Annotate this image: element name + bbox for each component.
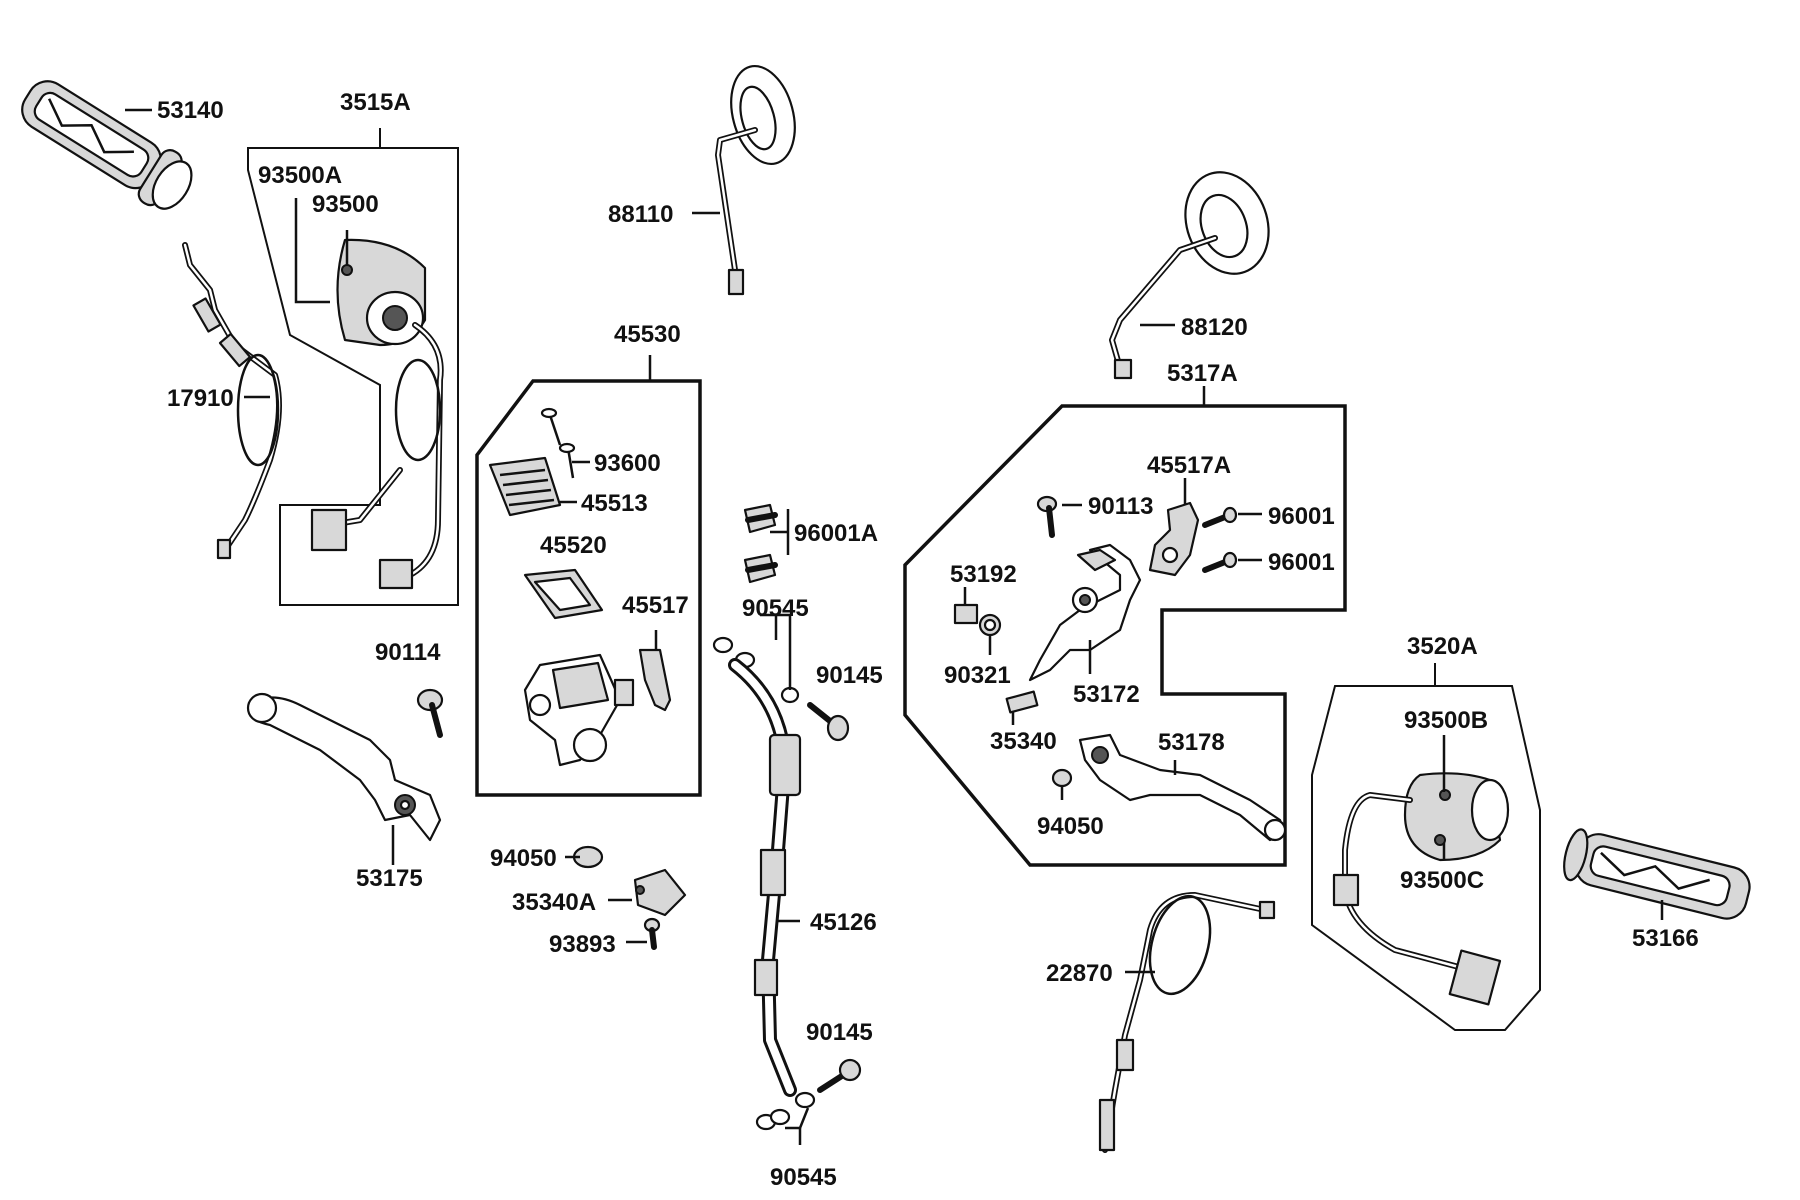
part-label-90114: 90114: [375, 639, 441, 666]
part-label-53140: 53140: [157, 97, 224, 124]
connector-icon: [310, 508, 348, 552]
part-label-45126: 45126: [810, 909, 877, 936]
master-cylinder-icon: [1028, 543, 1142, 682]
group-box-3520A: [1311, 685, 1541, 1031]
part-label-45513: 45513: [581, 490, 648, 517]
part-label-94050-right: 94050: [1037, 813, 1104, 840]
screw-icon: [540, 407, 576, 479]
part-label-45530: 45530: [614, 321, 681, 348]
pin-icon: [1005, 690, 1039, 714]
group-box-3515A: [247, 147, 459, 606]
part-label-3520A: 3520A: [1407, 633, 1478, 660]
part-label-45517A: 45517A: [1147, 452, 1231, 479]
mirror-icon: [1109, 171, 1270, 380]
part-label-88120: 88120: [1181, 314, 1248, 341]
mirror-icon: [715, 64, 796, 296]
part-label-88110: 88110: [608, 201, 673, 228]
part-label-93500C: 93500C: [1400, 867, 1484, 894]
connector-icon: [1332, 873, 1360, 907]
brake-hose-icon: [728, 658, 802, 1097]
part-label-53192: 53192: [950, 561, 1017, 588]
grip-icon: [1563, 828, 1751, 920]
switch-housing-icon: [336, 238, 427, 347]
part-label-90113: 90113: [1088, 493, 1153, 520]
bracket-icon: [638, 630, 672, 712]
leader-93500A: [294, 198, 330, 304]
part-label-93893: 93893: [549, 931, 616, 958]
leader-90545a: [760, 613, 792, 690]
part-label-90545-upper: 90545: [742, 595, 809, 622]
part-label-96001A: 96001A: [794, 520, 878, 547]
fitting-icon: [953, 603, 1002, 637]
group-box-45530: [475, 379, 702, 797]
brake-switch-icon: [633, 868, 687, 917]
grip-icon: [21, 80, 193, 210]
part-label-90545-lower: 90545: [770, 1164, 837, 1191]
wire-loop: [394, 358, 442, 462]
part-label-90145-lower: 90145: [806, 1019, 873, 1046]
part-label-53172: 53172: [1073, 681, 1140, 708]
part-label-45520: 45520: [540, 532, 607, 559]
brake-lever-icon: [246, 692, 442, 842]
part-label-53175: 53175: [356, 865, 423, 892]
switch-housing-icon: [1403, 772, 1510, 862]
pivot-bolt-icon: [416, 688, 444, 738]
washer-icon: [755, 1091, 816, 1131]
connector-icon: [378, 558, 414, 590]
screw-icon: [643, 917, 661, 950]
bracket-icon: [1148, 501, 1200, 577]
screw-icon: [1036, 495, 1058, 538]
part-label-93500A: 93500A: [258, 162, 342, 189]
part-label-35340A: 35340A: [512, 889, 596, 916]
nut-icon: [1051, 768, 1073, 788]
group-box-5317A: [903, 404, 1347, 867]
part-label-35340: 35340: [990, 728, 1057, 755]
part-label-45517: 45517: [622, 592, 689, 619]
bolt-icon: [1202, 506, 1238, 573]
bolt-icon: [743, 503, 778, 584]
part-label-90145-upper: 90145: [816, 662, 883, 689]
bolt-icon: [807, 702, 850, 742]
bolt-icon: [817, 1058, 862, 1093]
part-label-96001-upper: 96001: [1268, 503, 1335, 530]
connector-icon: [1448, 949, 1502, 1006]
part-label-17910: 17910: [167, 385, 234, 412]
part-label-90321: 90321: [944, 662, 1011, 689]
part-label-22870: 22870: [1046, 960, 1113, 987]
part-label-3515A: 3515A: [340, 89, 411, 116]
cable-icon: [1098, 892, 1276, 1153]
washer-icon: [712, 636, 800, 704]
master-cylinder-icon: [523, 653, 635, 767]
part-label-94050-left: 94050: [490, 845, 557, 872]
part-label-5317A: 5317A: [1167, 360, 1238, 387]
part-label-96001-lower: 96001: [1268, 549, 1335, 576]
cable-icon: [182, 242, 282, 560]
part-label-93500B: 93500B: [1404, 707, 1488, 734]
diaphragm-icon: [523, 568, 604, 620]
part-label-53178: 53178: [1158, 729, 1225, 756]
master-cylinder-cover-icon: [488, 456, 562, 517]
brake-lever-icon: [1078, 733, 1287, 842]
part-label-53166: 53166: [1632, 925, 1699, 952]
part-label-93600: 93600: [594, 450, 661, 477]
part-label-93500: 93500: [312, 191, 379, 218]
